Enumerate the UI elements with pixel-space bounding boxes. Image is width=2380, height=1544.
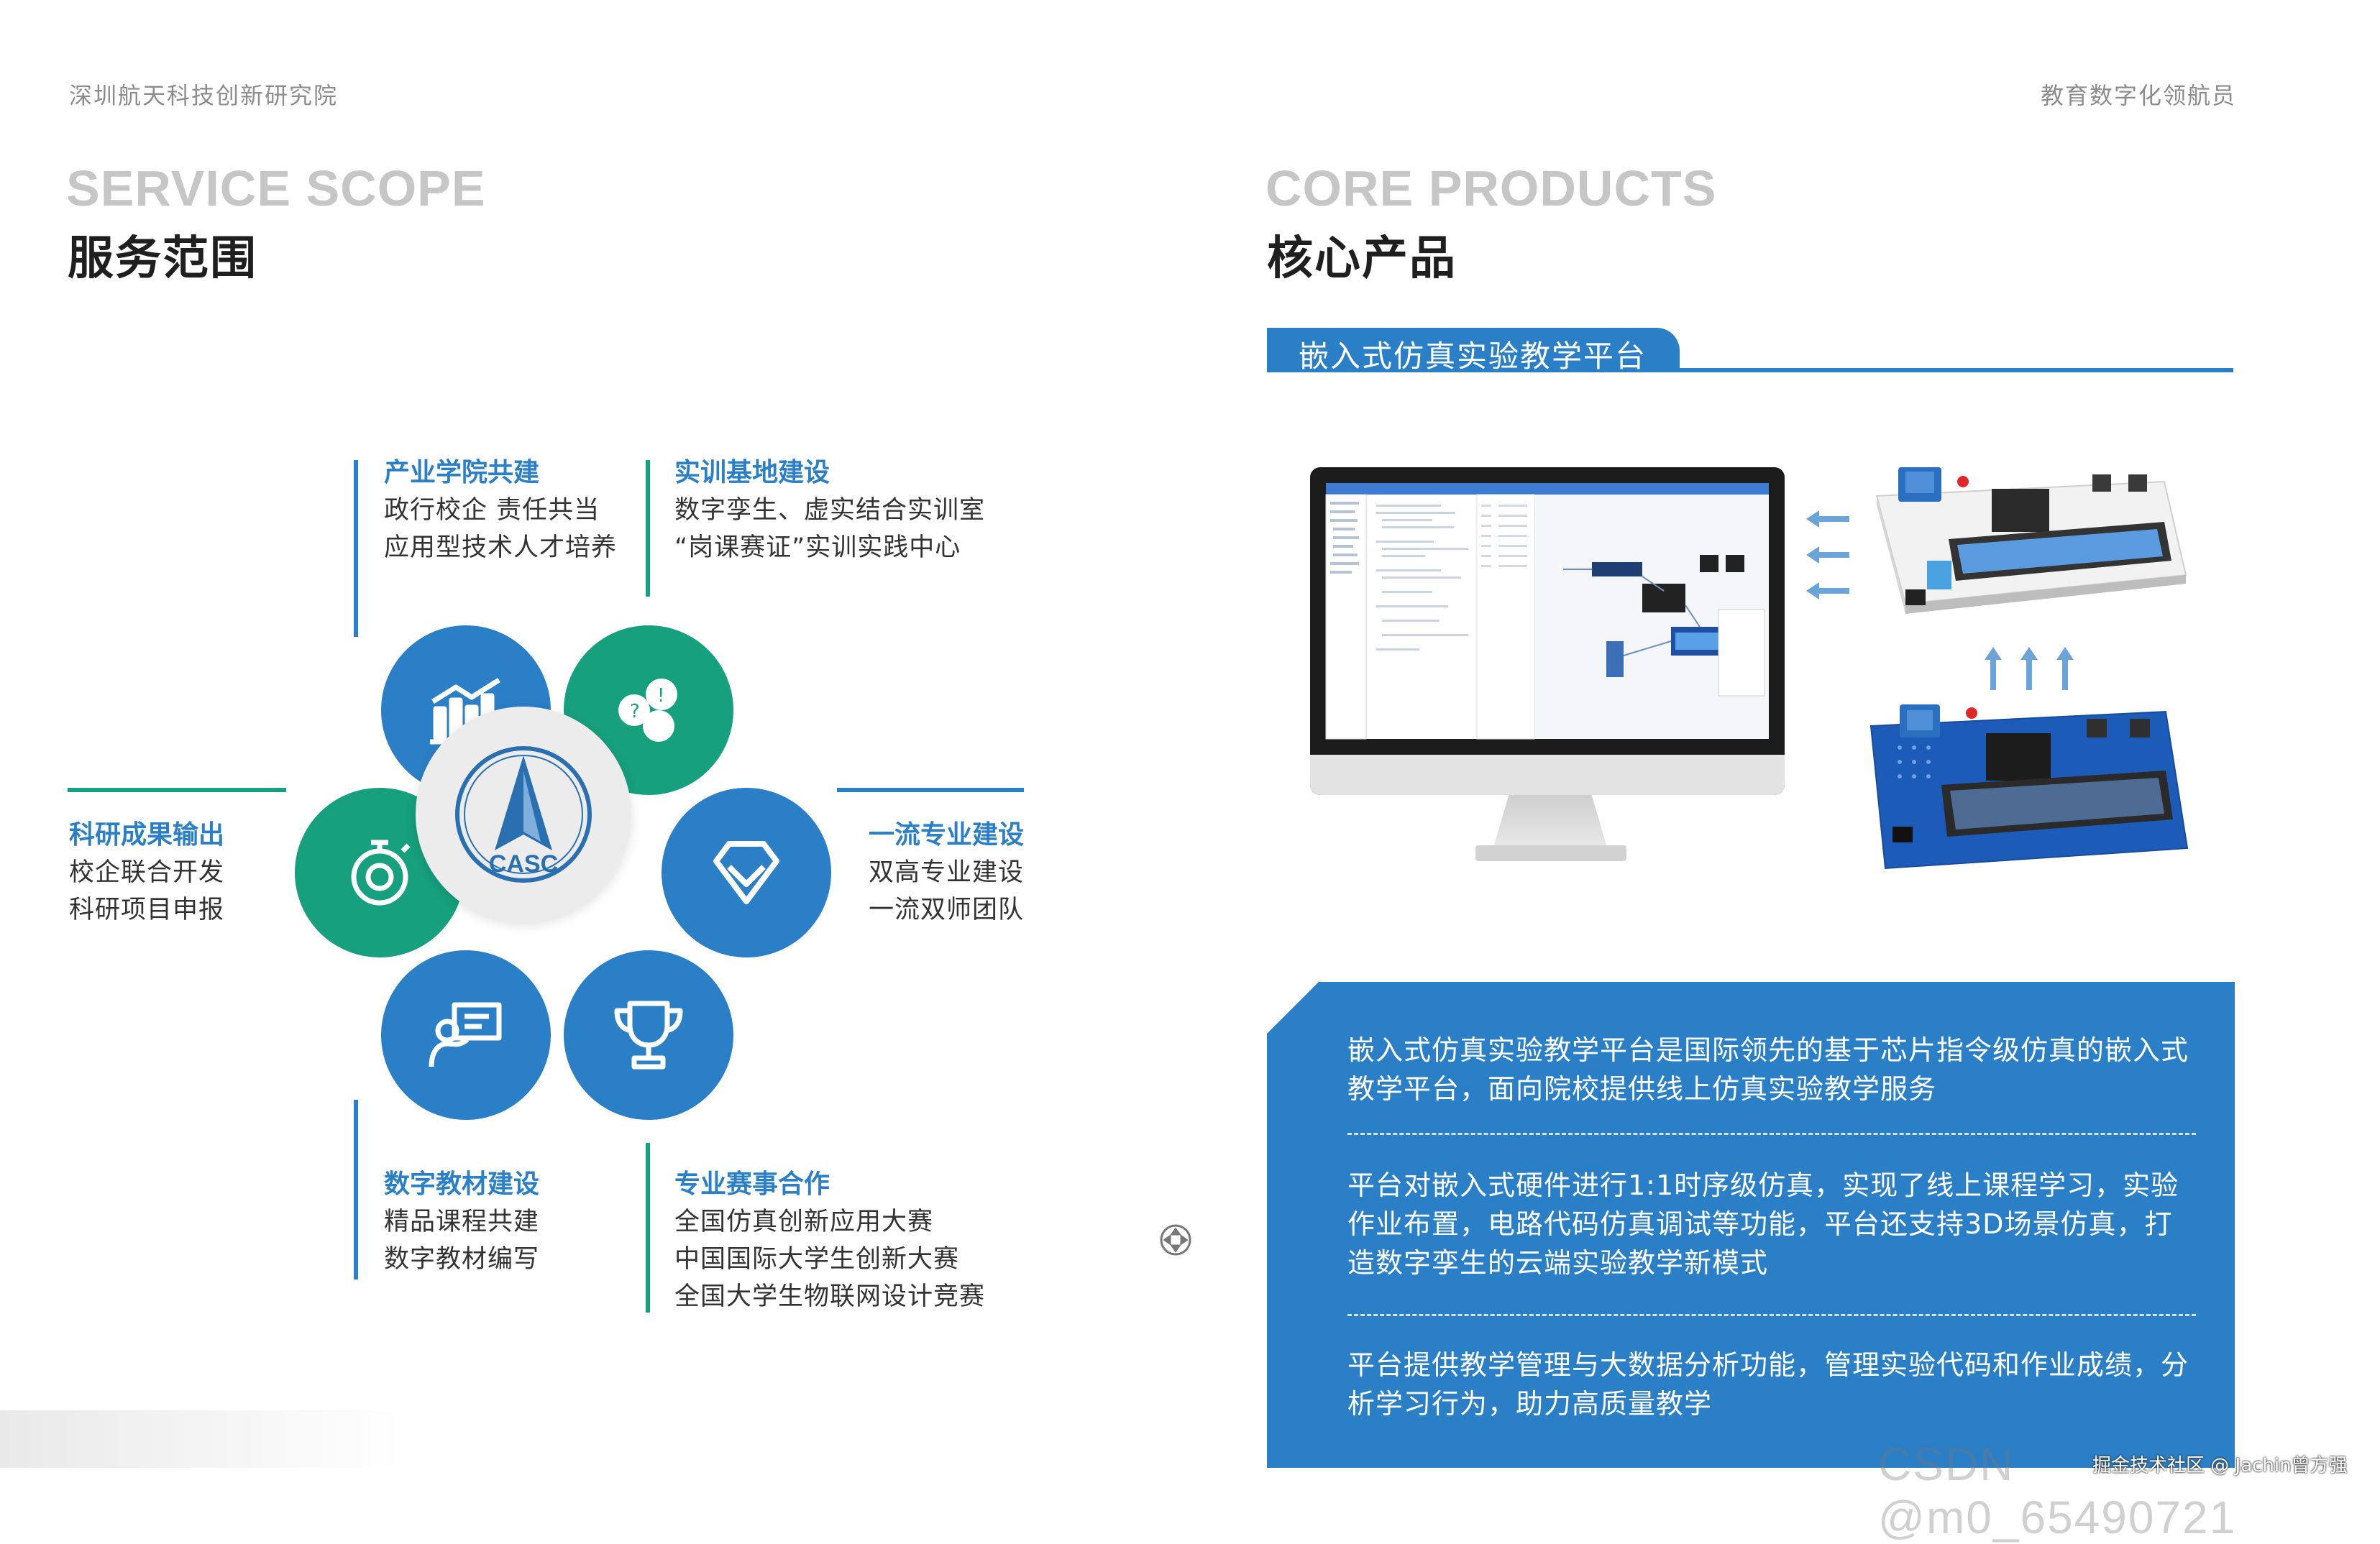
monitor-stand — [1493, 795, 1608, 850]
casc-logo — [455, 746, 592, 883]
service-item-line: 中国国际大学生创新大赛 — [674, 1245, 960, 1274]
dashed-divider — [1347, 1133, 2196, 1135]
service-item-line: 全国大学生物联网设计竞赛 — [674, 1282, 986, 1311]
divider-line — [646, 460, 650, 597]
service-item-title: 数字教材建设 — [384, 1170, 540, 1199]
service-item-industry-college: 产业学院共建 政行校企 责任共当 应用型技术人才培养 — [384, 454, 617, 566]
service-item-line: 科研项目申报 — [69, 896, 225, 924]
service-item-line: 双高专业建设 — [868, 858, 1024, 887]
gear-timer-icon — [351, 840, 411, 906]
trophy-icon — [614, 1001, 683, 1070]
watermark-small: 掘金技术社区 @ Jachin曾方强 — [2092, 1455, 2348, 1476]
watermark-large: CSDN @m0_65490721 — [1878, 1438, 2237, 1543]
description-paragraph: 平台对嵌入式硬件进行1:1时序级仿真，实现了线上课程学习，实验作业布置，电路代码… — [1347, 1170, 2179, 1279]
hardware-board-real — [1869, 704, 2189, 870]
service-item-line: 数字孪生、虚实结合实训室 — [674, 496, 986, 525]
tab-pill: 嵌入式仿真实验教学平台 — [1267, 328, 1680, 374]
service-title-cn: 服务范围 — [68, 232, 257, 285]
service-item-research-output: 科研成果输出 校企联合开发 科研项目申报 — [69, 817, 224, 929]
divider-line — [837, 788, 1024, 792]
monitor-illustration — [1310, 467, 1785, 795]
service-item-line: 政行校企 责任共当 — [384, 496, 600, 525]
service-item-first-class-major: 一流专业建设 双高专业建设 一流双师团队 — [808, 817, 1024, 929]
arrow-up-group — [1985, 647, 2074, 690]
service-item-line: “岗课赛证”实训实践中心 — [674, 533, 961, 562]
petal-competition — [564, 950, 733, 1120]
service-item-title: 科研成果输出 — [69, 820, 225, 850]
move-icon[interactable] — [1159, 1223, 1192, 1256]
header-right-slogan: 教育数字化领航员 — [2040, 82, 2236, 109]
service-item-line: 应用型技术人才培养 — [384, 533, 618, 562]
service-item-title: 一流专业建设 — [868, 820, 1024, 850]
service-title-en: SERVICE SCOPE — [66, 160, 486, 216]
description-paragraph: 平台提供教学管理与大数据分析功能，管理实验代码和作业成绩，分析学习行为，助力高质… — [1347, 1349, 2189, 1420]
products-title-en: CORE PRODUCTS — [1265, 160, 1717, 216]
service-item-line: 一流双师团队 — [868, 896, 1024, 924]
petal-digital-textbook — [381, 950, 551, 1120]
service-item-title: 实训基地建设 — [674, 458, 830, 487]
description-paragraph: 嵌入式仿真实验教学平台是国际领先的基于芯片指令级仿真的嵌入式教学平台，面向院校提… — [1347, 1034, 2189, 1105]
svg-text:!: ! — [657, 685, 664, 707]
casc-logo-text: CASC — [488, 850, 559, 878]
product-description-box: 嵌入式仿真实验教学平台是国际领先的基于芯片指令级仿真的嵌入式教学平台，面向院校提… — [1267, 982, 2235, 1468]
tab-underline — [1267, 368, 2233, 372]
platform-screenshot — [1325, 483, 1769, 740]
diamond-icon — [713, 841, 779, 904]
svg-text:?: ? — [630, 701, 640, 722]
hardware-board-3d — [1875, 467, 2187, 614]
service-item-digital-textbook: 数字教材建设 精品课程共建 数字教材编写 — [384, 1166, 539, 1278]
service-item-line: 精品课程共建 — [384, 1208, 540, 1236]
products-title-cn: 核心产品 — [1267, 232, 1457, 285]
petal-first-class-major — [662, 788, 831, 957]
monitor-stand-base — [1475, 845, 1626, 861]
dashed-divider — [1347, 1314, 2196, 1316]
service-item-line: 全国仿真创新应用大赛 — [674, 1208, 934, 1236]
decorative-bar — [0, 1410, 403, 1468]
service-item-competition: 专业赛事合作 全国仿真创新应用大赛 中国国际大学生创新大赛 全国大学生物联网设计… — [674, 1166, 985, 1315]
service-item-line: 数字教材编写 — [384, 1245, 540, 1274]
divider-line — [68, 788, 286, 792]
idea-chat-icon: ? ! — [618, 679, 677, 742]
header-left-org: 深圳航天科技创新研究院 — [69, 82, 339, 109]
product-tab[interactable]: 嵌入式仿真实验教学平台 — [1267, 328, 2233, 374]
service-item-line: 校企联合开发 — [69, 858, 225, 887]
monitor-screen — [1325, 483, 1769, 740]
divider-line — [354, 460, 358, 637]
service-item-title: 专业赛事合作 — [674, 1170, 830, 1199]
tab-label: 嵌入式仿真实验教学平台 — [1299, 339, 1647, 374]
service-item-training-base: 实训基地建设 数字孪生、虚实结合实训室 “岗课赛证”实训实践中心 — [674, 454, 985, 566]
presenter-icon — [429, 1002, 502, 1067]
arrow-left-group — [1806, 510, 1849, 599]
divider-line — [354, 1100, 358, 1279]
divider-line — [646, 1143, 650, 1313]
monitor-chin — [1310, 755, 1785, 795]
center-logo-ring: CASC — [416, 707, 631, 922]
service-item-title: 产业学院共建 — [384, 458, 540, 487]
